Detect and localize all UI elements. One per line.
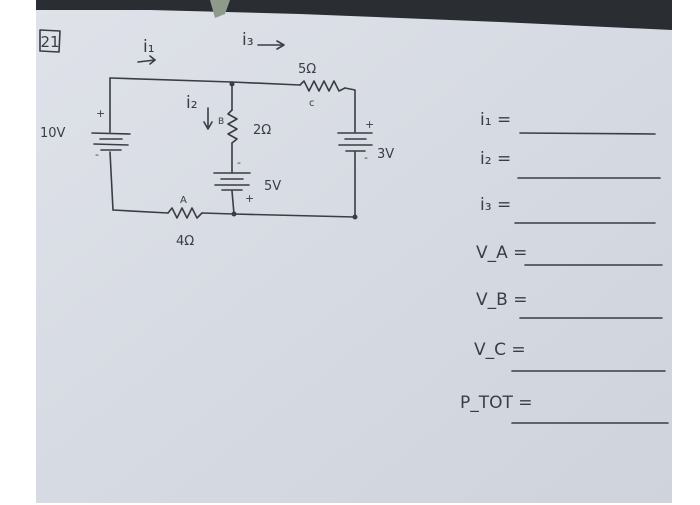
top-right-wire <box>344 87 356 133</box>
junction-bottom <box>231 211 237 217</box>
junction-top <box>229 81 235 87</box>
paper-sheet <box>36 0 672 503</box>
answer-label-va: V_A = <box>476 243 527 263</box>
bottom-left-wire <box>112 209 169 214</box>
minus-5v: - <box>237 156 241 169</box>
answer-label-ptot: P_TOT = <box>460 393 533 413</box>
label-2-ohm: 2Ω <box>253 123 271 138</box>
problem-number: 21 <box>40 33 59 51</box>
label-10v: 10V <box>40 126 66 141</box>
label-i3: i₃ <box>242 30 254 50</box>
label-3v: 3V <box>377 147 394 162</box>
problem-number-box <box>39 29 61 53</box>
node-b: B <box>218 117 224 127</box>
plus-5v: + <box>245 192 254 205</box>
label-i2: i₂ <box>186 93 198 113</box>
junction-right <box>352 214 358 220</box>
answer-label-i1: i₁ = <box>480 110 511 130</box>
top-dark-edge <box>36 0 672 30</box>
top-object <box>210 0 230 18</box>
plus-3v: + <box>365 118 374 131</box>
left-wire-bottom <box>109 151 114 211</box>
resistor-4-ohm <box>167 207 203 219</box>
answer-label-i3: i₃ = <box>480 195 511 215</box>
arrow-i2-head <box>203 121 213 130</box>
resistor-2-ohm <box>227 109 238 144</box>
answer-label-i2: i₂ = <box>480 149 511 169</box>
answer-label-vb: V_B = <box>476 290 527 310</box>
resistor-5-ohm <box>299 80 346 92</box>
arrow-i1 <box>137 59 156 63</box>
battery-10v-plate-3 <box>93 143 129 146</box>
label-5-ohm: 5Ω <box>298 62 316 77</box>
node-c: c <box>309 98 315 109</box>
arrow-i1-head <box>149 55 156 65</box>
label-4-ohm: 4Ω <box>176 234 194 249</box>
plus-10v: + <box>96 107 105 120</box>
battery-10v-plate-1 <box>91 132 131 135</box>
label-i1: i₁ <box>143 37 155 57</box>
middle-wire-bottom <box>231 190 235 215</box>
minus-3v: - <box>364 151 368 164</box>
arrow-i3-head <box>276 40 285 50</box>
minus-10v: - <box>95 148 99 161</box>
answer-line-1 <box>519 132 656 135</box>
node-a: A <box>180 195 187 206</box>
answer-label-vc: V_C = <box>474 340 526 360</box>
label-5v: 5V <box>264 179 281 194</box>
